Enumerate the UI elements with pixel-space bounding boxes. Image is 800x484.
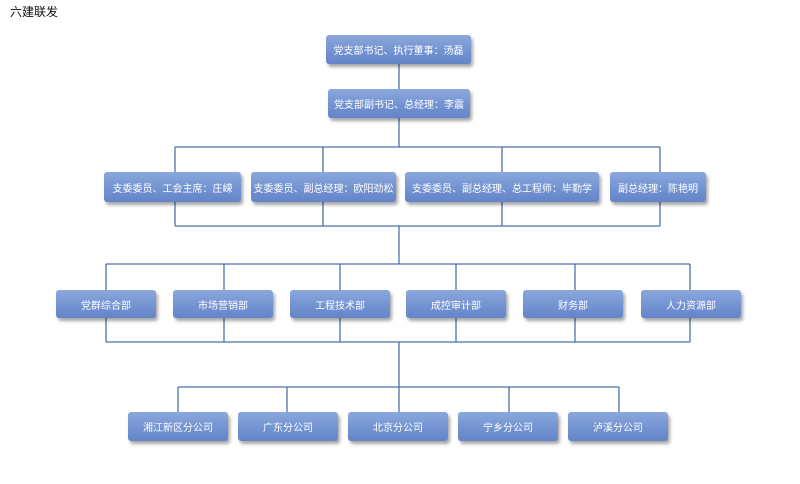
node-deputy-gm-ouyang: 支委委员、副总经理：欧阳劲松 (251, 172, 396, 202)
node-branch-beijing: 北京分公司 (348, 412, 448, 441)
node-dept-hr: 人力资源部 (641, 290, 741, 318)
node-dept-engineering: 工程技术部 (290, 290, 390, 318)
node-branch-xiangjiang: 湘江新区分公司 (128, 412, 228, 441)
node-chief-engineer: 支委委员、副总经理、总工程师：毕勤学 (405, 172, 599, 202)
node-deputy-gm-chen: 副总经理：陈艳明 (610, 172, 706, 202)
node-dept-finance: 财务部 (523, 290, 623, 318)
node-general-manager: 党支部副书记、总经理：李震 (328, 89, 470, 118)
node-dept-party-affairs: 党群综合部 (56, 290, 156, 318)
node-deputy-union-chair: 支委委员、工会主席：庄嵘 (104, 172, 241, 202)
page-title: 六建联发 (10, 5, 59, 19)
node-branch-luxi: 泸溪分公司 (568, 412, 668, 441)
node-party-secretary: 党支部书记、执行董事：汤磊 (326, 35, 471, 64)
node-dept-cost-audit: 成控审计部 (406, 290, 506, 318)
node-branch-guangdong: 广东分公司 (238, 412, 338, 441)
node-branch-ningxiang: 宁乡分公司 (458, 412, 558, 441)
node-dept-marketing: 市场营销部 (173, 290, 273, 318)
